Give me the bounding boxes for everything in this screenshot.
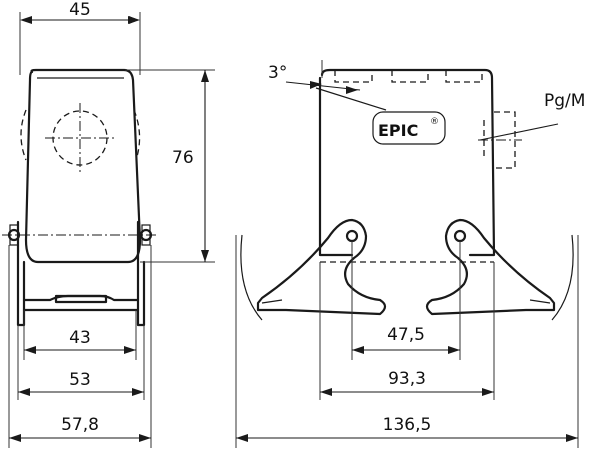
front-view-housing [318,68,496,257]
dim-45-label: 45 [69,0,91,20]
side-view-hidden-edge-left [20,109,27,161]
angle-label: 3° [268,63,287,83]
dim-93-3-label: 93,3 [388,369,426,389]
dim-136-5-label: 136,5 [383,415,432,435]
dim-76-label: 76 [172,148,194,168]
swing-arc-right [551,234,574,321]
locking-lever-left [256,218,387,316]
pivot-left [345,229,359,243]
brand-badge [372,111,446,145]
registered-mark: ® [430,117,439,127]
side-view-housing [24,68,142,264]
front-view-top-ribs [334,70,483,83]
thread-label: Pg/M [544,91,585,111]
side-view-cable-entry [52,110,108,166]
dim-47-5-label: 47,5 [387,325,425,345]
dim-57-8-label: 57,8 [61,415,99,435]
swing-arc-left [240,234,263,321]
front-view: EPIC ® 3° Pg/M 47,5 [235,60,585,448]
thread-leader [479,123,559,141]
dim-43-label: 43 [69,328,91,348]
brand-label: EPIC [378,121,418,140]
locking-lever-right [425,218,556,316]
side-view-hidden-edge-right [133,109,141,161]
side-view-base [16,220,26,327]
pivot-right [453,229,467,243]
side-view: 45 76 43 53 57,8 [2,0,215,448]
dim-53-label: 53 [69,370,91,390]
